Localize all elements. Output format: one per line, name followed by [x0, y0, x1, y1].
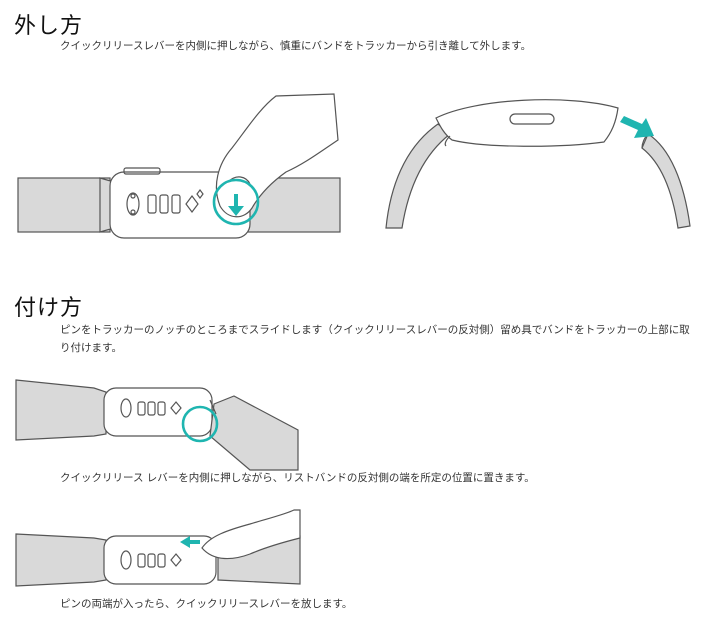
removal-illustration-pull-band	[385, 99, 691, 229]
attach-step3: ピンの両端が入ったら、クイックリリースレバーを放します。	[60, 598, 353, 610]
removal-instruction: クイックリリースレバーを内側に押しながら、慎重にバンドをトラッカーから引き離して…	[60, 40, 532, 52]
attach-step1-line1: ピンをトラッカーのノッチのところまでスライドします（クイックリリースレバーの反対…	[60, 324, 690, 336]
attach-illustration-slide-pin	[15, 379, 299, 471]
attach-illustration-press-lever	[15, 509, 301, 587]
attach-step1-line2: り付けます。	[60, 342, 122, 354]
attach-step2: クイックリリース レバーを内側に押しながら、リストバンドの反対側の端を所定の位置…	[60, 472, 535, 484]
attach-heading: 付け方	[14, 296, 84, 321]
removal-heading: 外し方	[14, 14, 84, 39]
removal-illustration-press-lever	[17, 93, 341, 239]
